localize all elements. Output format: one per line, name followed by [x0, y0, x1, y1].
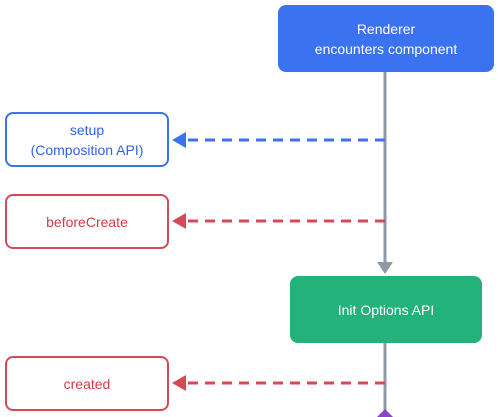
setup-hook: setup (Composition API) [5, 112, 169, 167]
setup-connector-arrowhead [172, 132, 186, 148]
created-hook: created [5, 356, 169, 411]
main-flow-arrowhead [377, 262, 393, 274]
before-create-connector-arrowhead [172, 213, 186, 229]
renderer-node: Renderer encounters component [278, 5, 494, 72]
next-step-decision-shape [377, 409, 393, 417]
before-create-hook: beforeCreate [5, 194, 169, 249]
created-connector-arrowhead [172, 375, 186, 391]
init-options-api-node: Init Options API [290, 276, 482, 343]
